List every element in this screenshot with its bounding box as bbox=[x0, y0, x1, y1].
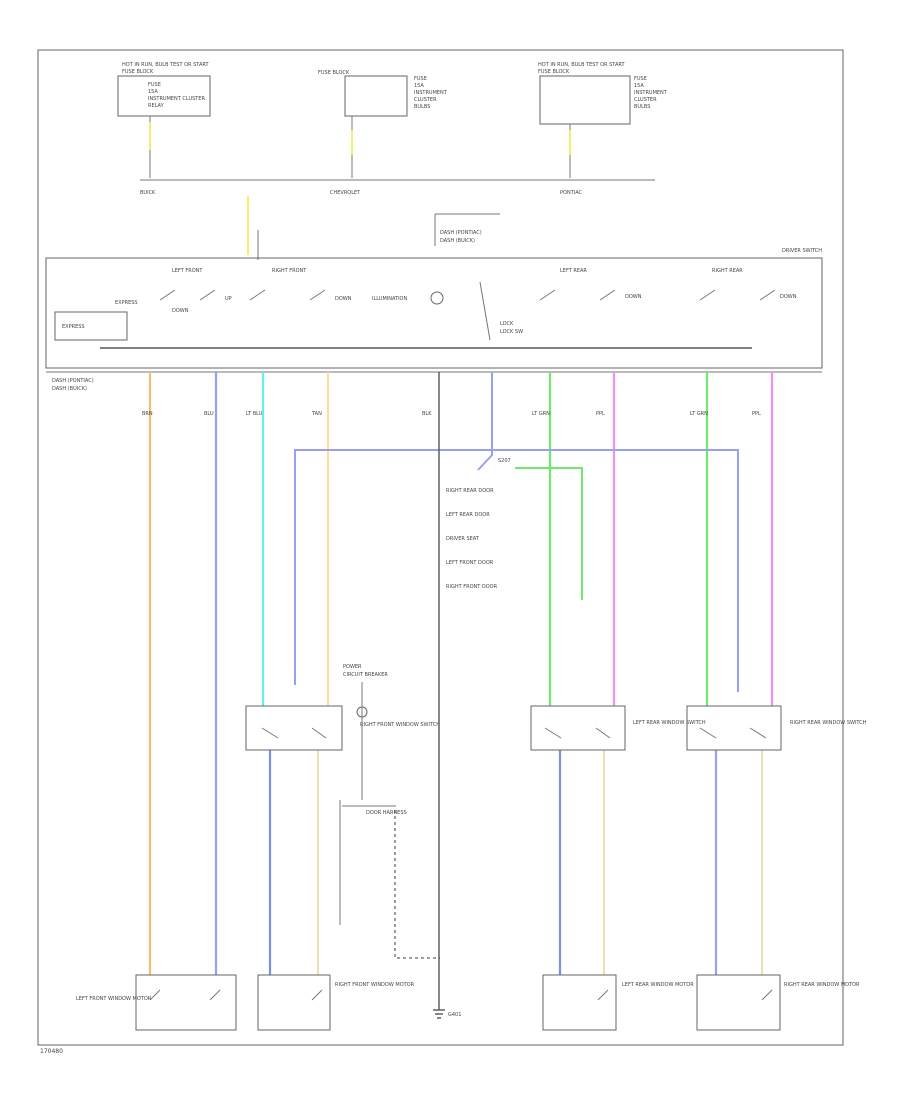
label-right-front: RIGHT FRONT bbox=[272, 268, 307, 274]
lock-switch: ILLUMINATION LOCK LOCK SW bbox=[372, 281, 523, 341]
switch-right-front: RIGHT FRONT DOWN bbox=[249, 268, 352, 302]
label-rr-down: DOWN bbox=[780, 294, 797, 300]
ground-g401: G401 bbox=[433, 372, 461, 1019]
fuse-block-2-line-1: FUSE bbox=[414, 76, 427, 82]
ground-note-2: LEFT REAR DOOR bbox=[446, 512, 490, 518]
label-power: POWER bbox=[343, 664, 362, 670]
label-pontiac: PONTIAC bbox=[560, 190, 583, 196]
fuse-block-3-line-3: INSTRUMENT bbox=[634, 90, 668, 96]
wire-color-labels: BRN BLU LT BLU TAN BLK LT GRN PPL LT GRN… bbox=[142, 411, 761, 417]
wl-blk: BLK bbox=[422, 411, 432, 417]
motor-left-rear: LEFT REAR WINDOW MOTOR bbox=[542, 974, 694, 1031]
motor-right-rear: RIGHT REAR WINDOW MOTOR bbox=[696, 974, 860, 1031]
wire-blu-crossover bbox=[294, 449, 739, 692]
fuse-block-2-line-4: CLUSTER bbox=[414, 97, 437, 103]
window-switch-rf: RIGHT FRONT WINDOW SWITCH POWER CIRCUIT … bbox=[245, 664, 440, 816]
label-left-rear: LEFT REAR bbox=[560, 268, 587, 274]
switch-left-front: LEFT FRONT DOWN UP bbox=[159, 268, 232, 314]
diagram-frame bbox=[37, 49, 844, 1046]
label-window-sw-rr: RIGHT REAR WINDOW SWITCH bbox=[790, 720, 867, 726]
label-ground: G401 bbox=[448, 1012, 461, 1018]
label-lock-sw: LOCK SW bbox=[500, 329, 523, 335]
wire-grn-branch bbox=[515, 467, 583, 600]
door-harness-dashed bbox=[394, 810, 440, 959]
label-window-sw-lr: LEFT REAR WINDOW SWITCH bbox=[633, 720, 706, 726]
fuse-block-3-line-2: 15A bbox=[634, 83, 644, 89]
label-motor-lf: LEFT FRONT WINDOW MOTOR bbox=[76, 996, 152, 1002]
label-lf-up: UP bbox=[225, 296, 232, 302]
footer-code: 170480 bbox=[40, 1048, 63, 1055]
wire-lock-branch bbox=[477, 372, 493, 471]
wl-brn: BRN bbox=[142, 411, 153, 417]
label-left-front: LEFT FRONT bbox=[172, 268, 203, 274]
fuse-block-1: HOT IN RUN, BULB TEST OR START FUSE BLOC… bbox=[117, 62, 211, 117]
splice-label: S207 bbox=[498, 458, 511, 464]
wl-ltblu: LT BLU bbox=[246, 411, 263, 417]
label-door-harness: DOOR HARNESS bbox=[366, 810, 407, 816]
label-dash-buick: DASH (BUICK) bbox=[440, 238, 475, 244]
label-rf-down: DOWN bbox=[335, 296, 352, 302]
ground-note-5: RIGHT FRONT DOOR bbox=[446, 584, 498, 590]
label-right-rear: RIGHT REAR bbox=[712, 268, 743, 274]
fuse-block-3-name: HOT IN RUN, BULB TEST OR START bbox=[538, 62, 625, 68]
wire-harness bbox=[148, 372, 774, 975]
fuse-block-3-line-4: CLUSTER bbox=[634, 97, 657, 103]
express-module bbox=[54, 311, 128, 341]
fuse-block-2-line-5: BULBS bbox=[414, 104, 430, 110]
ground-notes: RIGHT REAR DOOR LEFT REAR DOOR DRIVER SE… bbox=[446, 488, 498, 590]
fuse-block-1-line-1: FUSE bbox=[148, 82, 161, 88]
wl-ppl: PPL bbox=[596, 411, 605, 417]
wl-ltgrn-2: LT GRN bbox=[690, 411, 708, 417]
label-buick: BUICK bbox=[140, 190, 156, 196]
fuse-block-2: FUSE BLOCK FUSE 15A INSTRUMENT CLUSTER B… bbox=[318, 70, 448, 117]
label-lf-down: DOWN bbox=[172, 308, 189, 314]
motor-right-front: RIGHT FRONT WINDOW MOTOR bbox=[257, 974, 415, 1031]
switch-right-rear: RIGHT REAR DOWN bbox=[699, 268, 797, 301]
connector-dash-buick: DASH (BUICK) bbox=[52, 386, 87, 392]
label-chevrolet: CHEVROLET bbox=[330, 190, 361, 196]
label-motor-lr: LEFT REAR WINDOW MOTOR bbox=[622, 982, 694, 988]
driver-switch-box bbox=[45, 257, 823, 369]
label-driver-switch: DRIVER SWITCH bbox=[782, 248, 822, 254]
window-switch-lr: LEFT REAR WINDOW SWITCH bbox=[530, 705, 706, 751]
fuse-block-1-line-2: 15A bbox=[148, 89, 158, 95]
label-lr-down: DOWN bbox=[625, 294, 642, 300]
fuse-block-3: HOT IN RUN, BULB TEST OR START FUSE BLOC… bbox=[538, 62, 668, 125]
label-dash-pontiac: DASH (PONTIAC) bbox=[440, 230, 482, 236]
wl-ltgrn: LT GRN bbox=[532, 411, 550, 417]
fuse-block-2-name: FUSE BLOCK bbox=[318, 70, 350, 76]
fuse-block-3-line-5: BULBS bbox=[634, 104, 650, 110]
fuse-block-2-line-3: INSTRUMENT bbox=[414, 90, 448, 96]
label-motor-rf: RIGHT FRONT WINDOW MOTOR bbox=[335, 982, 415, 988]
fuse-block-1-line-4: RELAY bbox=[148, 103, 165, 109]
fuse-block-3-line-1: FUSE bbox=[634, 76, 647, 82]
label-motor-rr: RIGHT REAR WINDOW MOTOR bbox=[784, 982, 860, 988]
label-window-sw-rf: RIGHT FRONT WINDOW SWITCH bbox=[360, 722, 440, 728]
wl-ppl-2: PPL bbox=[752, 411, 761, 417]
label-breaker: CIRCUIT BREAKER bbox=[343, 672, 388, 678]
label-express: EXPRESS bbox=[62, 324, 85, 330]
motor-left-front: LEFT FRONT WINDOW MOTOR bbox=[76, 974, 237, 1031]
label-illumination: ILLUMINATION bbox=[372, 296, 407, 302]
fuse-block-1-sub: FUSE BLOCK bbox=[122, 69, 154, 75]
fuse-block-1-line-3: INSTRUMENT CLUSTER bbox=[148, 96, 206, 102]
fuse-block-1-name: HOT IN RUN, BULB TEST OR START bbox=[122, 62, 209, 68]
wl-tan: TAN bbox=[311, 411, 322, 417]
ground-note-3: DRIVER SEAT bbox=[446, 536, 480, 542]
label-express-2: EXPRESS bbox=[115, 300, 138, 306]
label-lock: LOCK bbox=[500, 321, 514, 327]
switch-left-rear: LEFT REAR DOWN bbox=[539, 268, 642, 301]
connector-dash-pontiac: DASH (PONTIAC) bbox=[52, 378, 94, 384]
ground-note-4: LEFT FRONT DOOR bbox=[446, 560, 494, 566]
fuse-block-2-line-2: 15A bbox=[414, 83, 424, 89]
ground-note-1: RIGHT REAR DOOR bbox=[446, 488, 494, 494]
fuse-block-3-sub: FUSE BLOCK bbox=[538, 69, 570, 75]
wl-blu: BLU bbox=[204, 411, 214, 417]
window-switch-rr: RIGHT REAR WINDOW SWITCH bbox=[686, 705, 867, 751]
